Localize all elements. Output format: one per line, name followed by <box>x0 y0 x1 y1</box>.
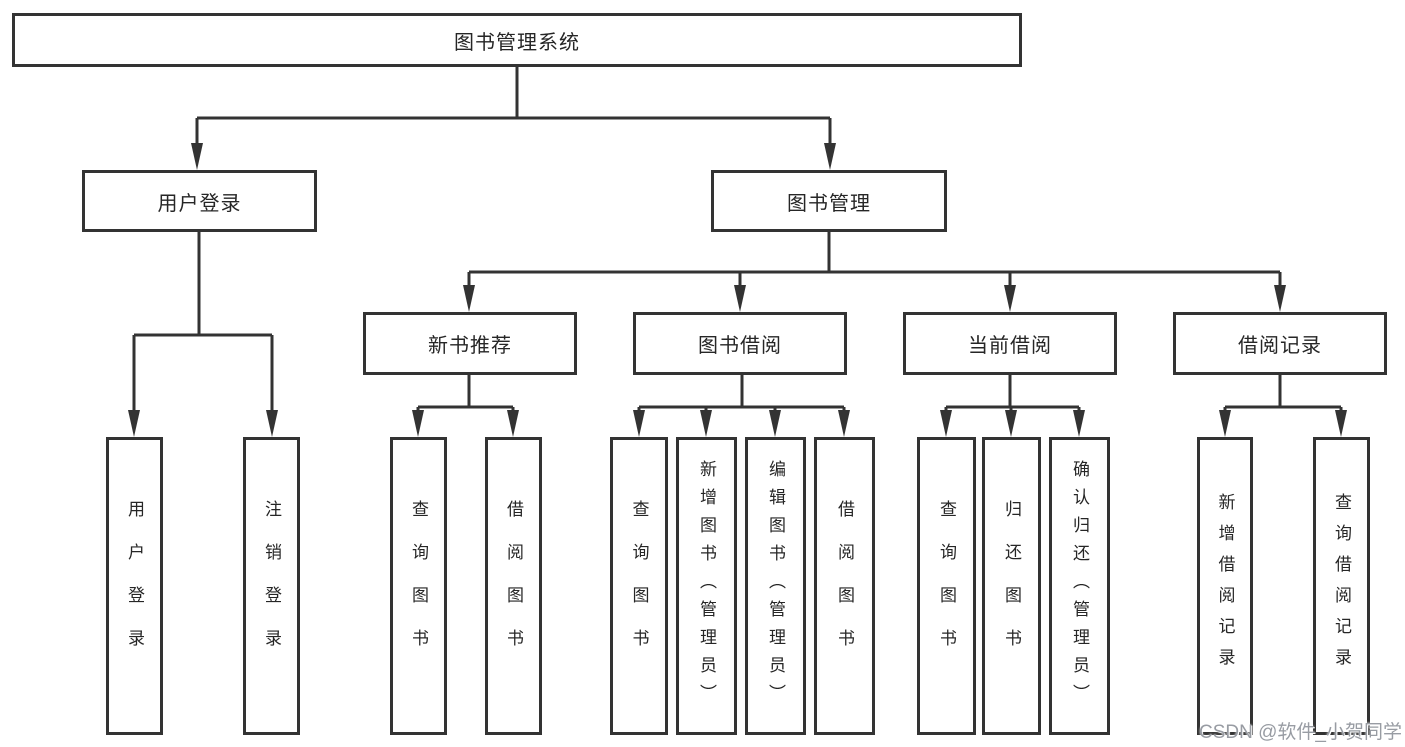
arrow-down-icon <box>507 410 519 437</box>
arrow-down-icon <box>838 410 850 437</box>
leaf-current-query-books: 查询图书 <box>917 437 976 735</box>
arrow-down-icon <box>128 410 140 437</box>
arrow-down-icon <box>769 410 781 437</box>
arrow-down-icon <box>1219 410 1231 437</box>
arrow-down-icon <box>463 285 475 312</box>
leaf-add-borrow-record: 新增借阅记录 <box>1197 437 1253 735</box>
leaf-confirm-return-admin: 确认归还（管理员） <box>1049 437 1110 735</box>
connector-user-login-to-leaves <box>132 232 274 412</box>
connector-borrowing-to-leaves <box>637 375 846 412</box>
arrow-down-icon <box>633 410 645 437</box>
node-label: 用户登录 <box>125 500 144 672</box>
node-label: 确认归还（管理员） <box>1070 460 1089 712</box>
arrow-down-icon <box>1005 410 1017 437</box>
node-label: 借阅图书 <box>504 500 523 672</box>
leaf-recommend-query-books: 查询图书 <box>390 437 447 735</box>
arrow-down-icon <box>266 410 278 437</box>
node-label: 借阅图书 <box>835 500 854 672</box>
node-label: 编辑图书（管理员） <box>766 460 785 712</box>
node-label: 借阅记录 <box>1238 335 1322 357</box>
arrow-down-icon <box>1335 410 1347 437</box>
node-label: 查询图书 <box>409 500 428 672</box>
arrow-down-icon <box>191 143 203 170</box>
node-book-borrowing: 图书借阅 <box>633 312 847 375</box>
node-label: 新增借阅记录 <box>1215 493 1235 679</box>
arrow-down-icon <box>734 285 746 312</box>
leaf-borrow-books: 借阅图书 <box>814 437 875 735</box>
node-label: 当前借阅 <box>968 335 1052 357</box>
node-borrowing-records: 借阅记录 <box>1173 312 1387 375</box>
node-user-login: 用户登录 <box>82 170 317 232</box>
leaf-logout: 注销登录 <box>243 437 300 735</box>
node-label: 查询借阅记录 <box>1332 493 1351 679</box>
arrow-down-icon <box>1274 285 1286 312</box>
node-label: 图书管理 <box>787 192 871 215</box>
node-library-management-system: 图书管理系统 <box>12 13 1022 67</box>
arrow-down-icon <box>824 143 836 170</box>
leaf-borrowing-query-books: 查询图书 <box>610 437 668 735</box>
node-label: 图书借阅 <box>698 335 782 357</box>
node-label: 新增图书（管理员） <box>697 460 716 712</box>
node-label: 图书管理系统 <box>454 31 580 54</box>
node-book-management: 图书管理 <box>711 170 947 232</box>
arrow-down-icon <box>1073 410 1085 437</box>
arrow-down-icon <box>412 410 424 437</box>
node-label: 查询图书 <box>629 500 649 672</box>
csdn-watermark: CSDN @软件_小贺同学 <box>1199 722 1402 743</box>
leaf-query-borrow-record: 查询借阅记录 <box>1313 437 1370 735</box>
connector-current-to-leaves <box>944 375 1081 412</box>
connector-book-management-to-level3 <box>467 232 1282 287</box>
connector-records-to-leaves <box>1223 375 1343 412</box>
leaf-recommend-borrow-books: 借阅图书 <box>485 437 542 735</box>
node-label: 查询图书 <box>937 500 956 672</box>
connector-recommend-to-leaves <box>416 375 515 412</box>
leaf-user-login: 用户登录 <box>106 437 163 735</box>
node-label: 新书推荐 <box>428 335 512 357</box>
arrow-down-icon <box>1004 285 1016 312</box>
leaf-return-books: 归还图书 <box>982 437 1041 735</box>
leaf-edit-books-admin: 编辑图书（管理员） <box>745 437 806 735</box>
connector-root-to-level2 <box>195 67 832 146</box>
node-label: 归还图书 <box>1002 500 1021 672</box>
node-label: 注销登录 <box>262 500 281 672</box>
arrow-down-icon <box>940 410 952 437</box>
node-label: 用户登录 <box>157 192 242 215</box>
leaf-add-books-admin: 新增图书（管理员） <box>676 437 737 735</box>
node-current-borrowing: 当前借阅 <box>903 312 1117 375</box>
arrow-down-icon <box>700 410 712 437</box>
node-new-book-recommend: 新书推荐 <box>363 312 577 375</box>
